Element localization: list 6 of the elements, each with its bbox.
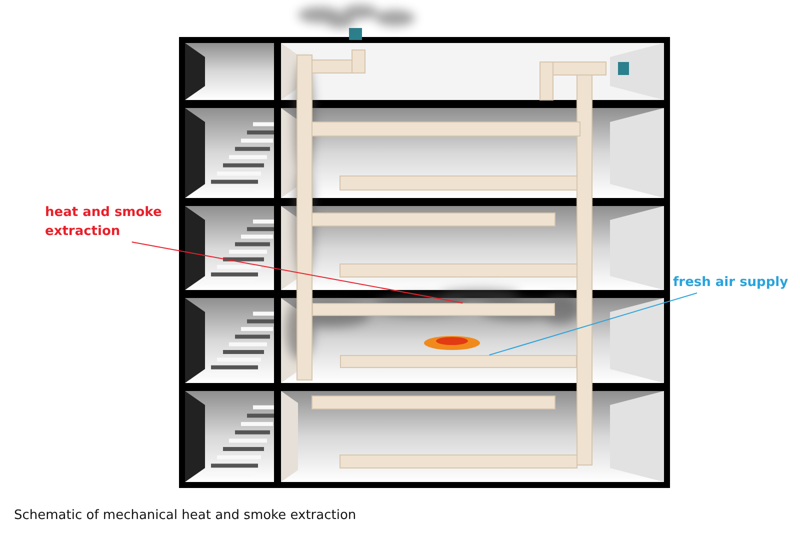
caption: Schematic of mechanical heat and smoke extraction [14,508,356,523]
leader-line [488,292,698,356]
callout-label: fresh air supply [673,273,788,292]
supply-duct [340,355,577,368]
extraction-duct [312,303,555,316]
callout-label: heat and smoke extraction [45,203,185,241]
